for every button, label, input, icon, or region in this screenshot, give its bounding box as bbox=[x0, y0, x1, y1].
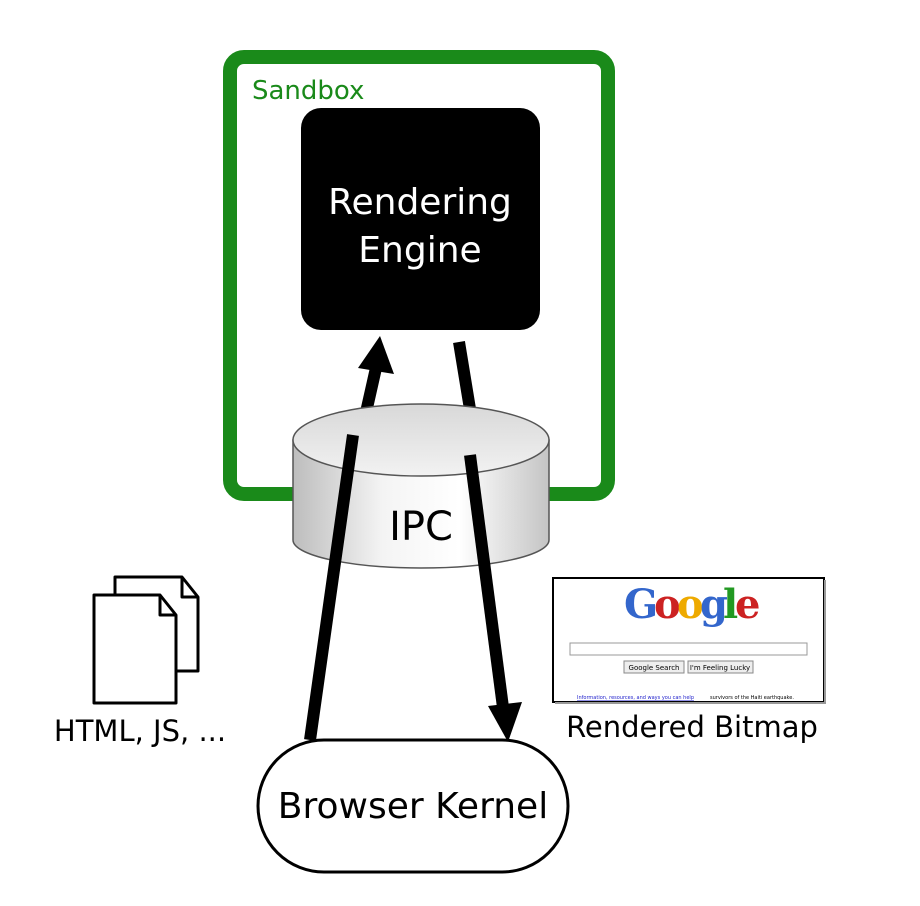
ipc-label: IPC bbox=[389, 504, 453, 550]
logo-letter: l bbox=[723, 581, 738, 628]
google-search-button-label: Google Search bbox=[629, 664, 680, 672]
documents-label: HTML, JS, ... bbox=[54, 714, 226, 748]
rendered-bitmap-label: Rendered Bitmap bbox=[566, 710, 818, 744]
browser-kernel: Browser Kernel bbox=[256, 738, 570, 874]
rendered-bitmap-thumbnail: G o o g l e Google Search I'm Feeling Lu… bbox=[552, 577, 826, 704]
logo-letter: g bbox=[700, 581, 728, 628]
sandbox-label: Sandbox bbox=[252, 76, 364, 106]
google-search-input bbox=[569, 642, 808, 656]
browser-kernel-label: Browser Kernel bbox=[278, 786, 548, 827]
google-search-button bbox=[623, 660, 685, 674]
feeling-lucky-button bbox=[687, 660, 754, 674]
logo-letter: G bbox=[624, 581, 658, 628]
logo-letter: o bbox=[677, 581, 704, 628]
rendering-engine-label-line1: Rendering bbox=[328, 182, 512, 223]
ipc-cylinder: IPC bbox=[292, 403, 550, 569]
google-footer-link: Information, resources, and ways you can… bbox=[577, 695, 694, 701]
arrow-down-head bbox=[488, 702, 522, 742]
google-logo: G o o g l e bbox=[624, 581, 760, 628]
rendering-engine-label-line2: Engine bbox=[358, 230, 481, 271]
arrow-up-shaft-lower bbox=[304, 434, 359, 741]
feeling-lucky-button-label: I'm Feeling Lucky bbox=[690, 664, 750, 672]
documents-icon bbox=[92, 575, 200, 705]
logo-letter: o bbox=[654, 581, 681, 628]
google-footer-text: survivors of the Haiti earthquake. bbox=[710, 695, 794, 701]
logo-letter: e bbox=[735, 581, 760, 628]
arrow-up-head bbox=[358, 336, 394, 374]
arrow-down-shaft-lower bbox=[464, 454, 510, 716]
rendering-engine-box: Rendering Engine bbox=[301, 108, 540, 330]
